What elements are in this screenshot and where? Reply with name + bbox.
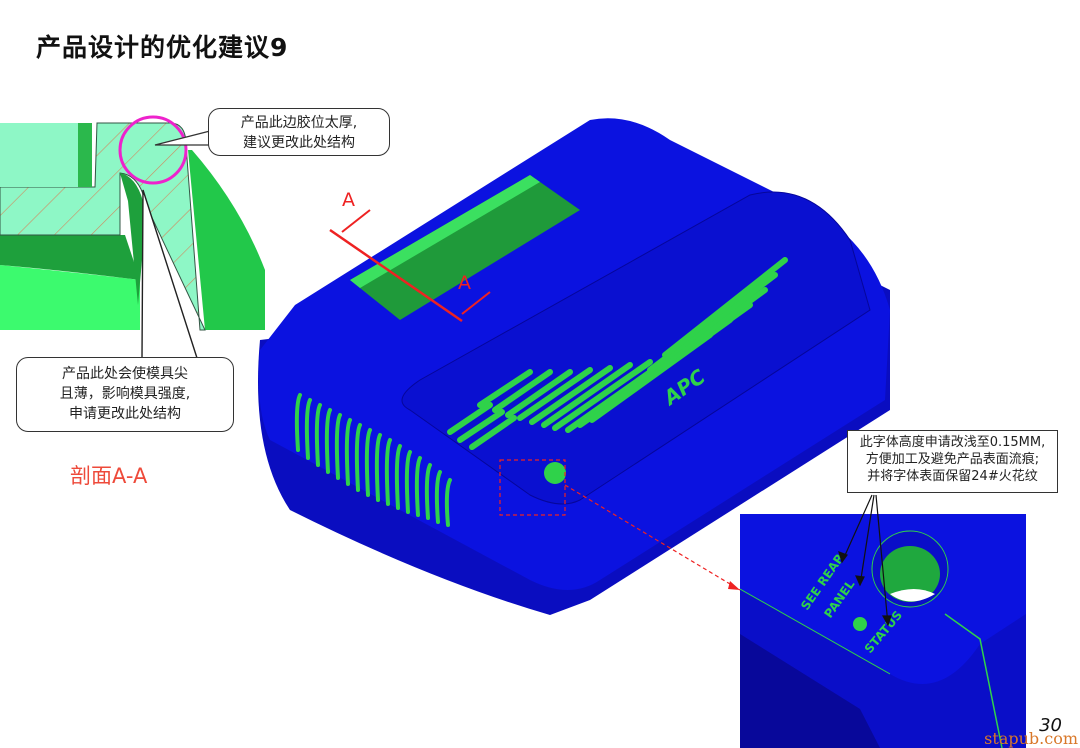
section-marker-top: A: [342, 189, 355, 211]
callout-thick-wall-line2: 建议更改此处结构: [243, 135, 355, 151]
callout-thick-wall: 产品此边胶位太厚, 建议更改此处结构: [208, 108, 390, 156]
page-number: 30: [1039, 715, 1062, 736]
product-render: [258, 118, 890, 615]
callout-sharp-mold: 产品此处会使模具尖 且薄，影响模具强度, 申请更改此处结构: [16, 357, 234, 432]
callout-pointer-thick-wall: [154, 130, 211, 146]
note-text-height-line3: 并将字体表面保留24#火花纹: [867, 469, 1038, 484]
callout-thick-wall-line1: 产品此边胶位太厚,: [240, 115, 358, 131]
section-view: [0, 115, 265, 331]
note-text-height: 此字体高度申请改浅至0.15MM, 方便加工及避免产品表面流痕; 并将字体表面保…: [847, 430, 1058, 493]
callout-sharp-mold-line3: 申请更改此处结构: [69, 406, 181, 422]
callout-sharp-mold-line1: 产品此处会使模具尖: [62, 366, 188, 382]
detail-view: [740, 514, 1026, 748]
note-arrows: [838, 494, 892, 627]
callout-pointer-sharp-mold: [141, 189, 198, 359]
slide-title: 产品设计的优化建议9: [36, 33, 289, 62]
note-text-height-line1: 此字体高度申请改浅至0.15MM,: [859, 435, 1046, 450]
section-label: 剖面A-A: [70, 464, 148, 488]
section-marker-bottom: A: [458, 272, 471, 294]
note-text-height-line2: 方便加工及避免产品表面流痕;: [865, 452, 1040, 467]
callout-sharp-mold-line2: 且薄，影响模具强度,: [59, 386, 191, 402]
watermark: stapub.com: [984, 729, 1078, 748]
